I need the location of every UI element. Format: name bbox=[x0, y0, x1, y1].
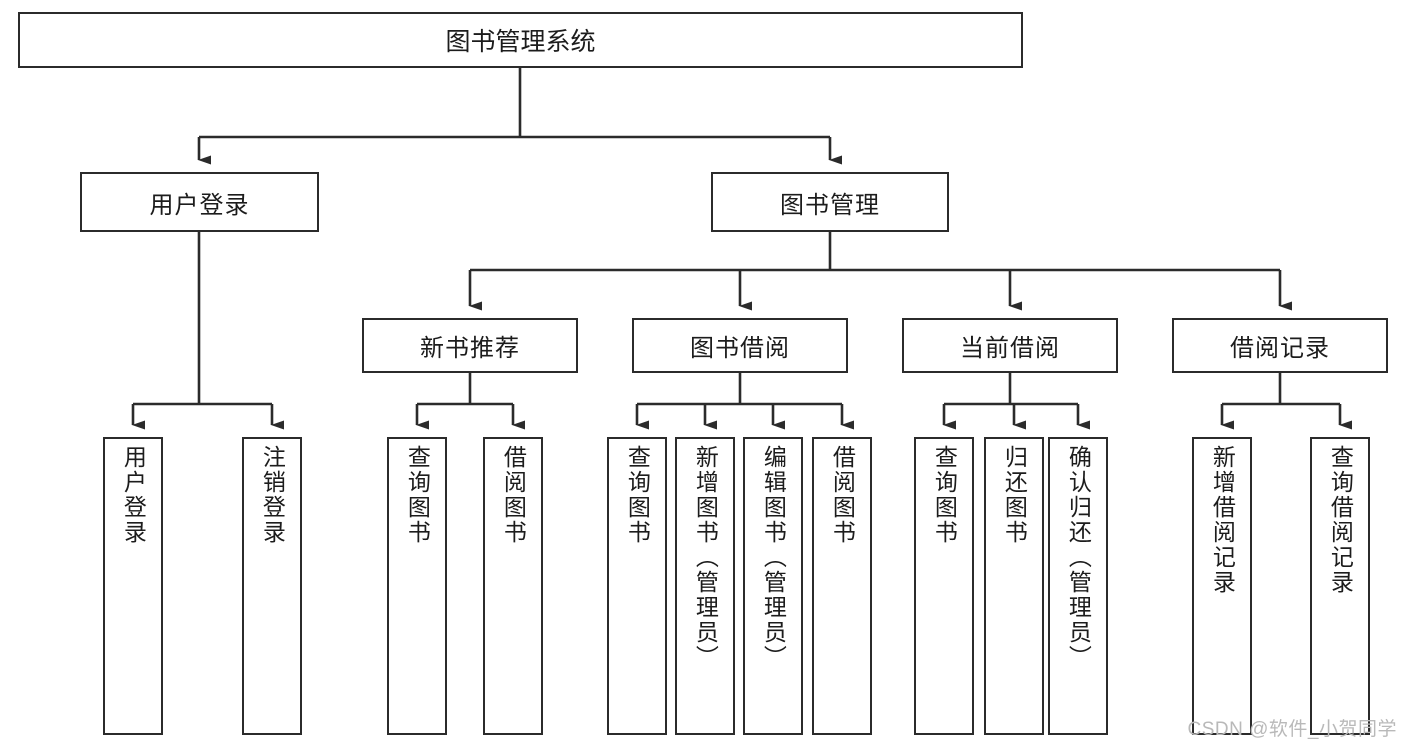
node-label: 查询借阅记录 bbox=[1327, 445, 1354, 595]
node-label: 借阅图书 bbox=[829, 445, 856, 545]
node-leaf-logout[interactable]: 注销登录 bbox=[242, 437, 302, 735]
node-leaf-query-book-1[interactable]: 查询图书 bbox=[387, 437, 447, 735]
node-book-borrow[interactable]: 图书借阅 bbox=[632, 318, 848, 373]
node-leaf-borrow-book-2[interactable]: 借阅图书 bbox=[812, 437, 872, 735]
node-label: 借阅记录 bbox=[1230, 335, 1330, 362]
node-label: 归还图书 bbox=[1001, 445, 1028, 545]
node-label: 图书借阅 bbox=[690, 335, 790, 362]
node-label: 借阅图书 bbox=[500, 445, 527, 545]
node-leaf-edit-book[interactable]: 编辑图书（管理员） bbox=[743, 437, 803, 735]
node-label: 图书管理 bbox=[780, 191, 880, 219]
node-label: 当前借阅 bbox=[960, 335, 1060, 362]
node-book-manage[interactable]: 图书管理 bbox=[711, 172, 949, 232]
node-borrow-record[interactable]: 借阅记录 bbox=[1172, 318, 1388, 373]
node-leaf-add-book[interactable]: 新增图书（管理员） bbox=[675, 437, 735, 735]
node-leaf-return-book[interactable]: 归还图书 bbox=[984, 437, 1044, 735]
node-label: 图书管理系统 bbox=[445, 28, 596, 56]
node-label: 编辑图书（管理员） bbox=[760, 445, 787, 670]
node-user-login[interactable]: 用户登录 bbox=[80, 172, 319, 232]
node-leaf-query-book-2[interactable]: 查询图书 bbox=[607, 437, 667, 735]
node-label: 新增图书（管理员） bbox=[692, 445, 719, 670]
node-root-system[interactable]: 图书管理系统 bbox=[18, 12, 1023, 68]
node-label: 新书推荐 bbox=[420, 335, 520, 362]
node-label: 注销登录 bbox=[259, 445, 286, 545]
node-leaf-confirm-return[interactable]: 确认归还（管理员） bbox=[1048, 437, 1108, 735]
node-leaf-user-login[interactable]: 用户登录 bbox=[103, 437, 163, 735]
node-new-book-recommend[interactable]: 新书推荐 bbox=[362, 318, 578, 373]
node-leaf-query-book-3[interactable]: 查询图书 bbox=[914, 437, 974, 735]
node-label: 查询图书 bbox=[404, 445, 431, 545]
node-label: 新增借阅记录 bbox=[1209, 445, 1236, 595]
node-label: 查询图书 bbox=[624, 445, 651, 545]
node-label: 查询图书 bbox=[931, 445, 958, 545]
node-leaf-add-record[interactable]: 新增借阅记录 bbox=[1192, 437, 1252, 735]
node-label: 用户登录 bbox=[120, 445, 147, 545]
node-label: 用户登录 bbox=[149, 191, 250, 219]
node-leaf-borrow-book-1[interactable]: 借阅图书 bbox=[483, 437, 543, 735]
node-label: 确认归还（管理员） bbox=[1065, 445, 1092, 670]
csdn-watermark: CSDN @软件_小贺同学 bbox=[1187, 719, 1397, 740]
node-leaf-query-record[interactable]: 查询借阅记录 bbox=[1310, 437, 1370, 735]
node-current-borrow[interactable]: 当前借阅 bbox=[902, 318, 1118, 373]
